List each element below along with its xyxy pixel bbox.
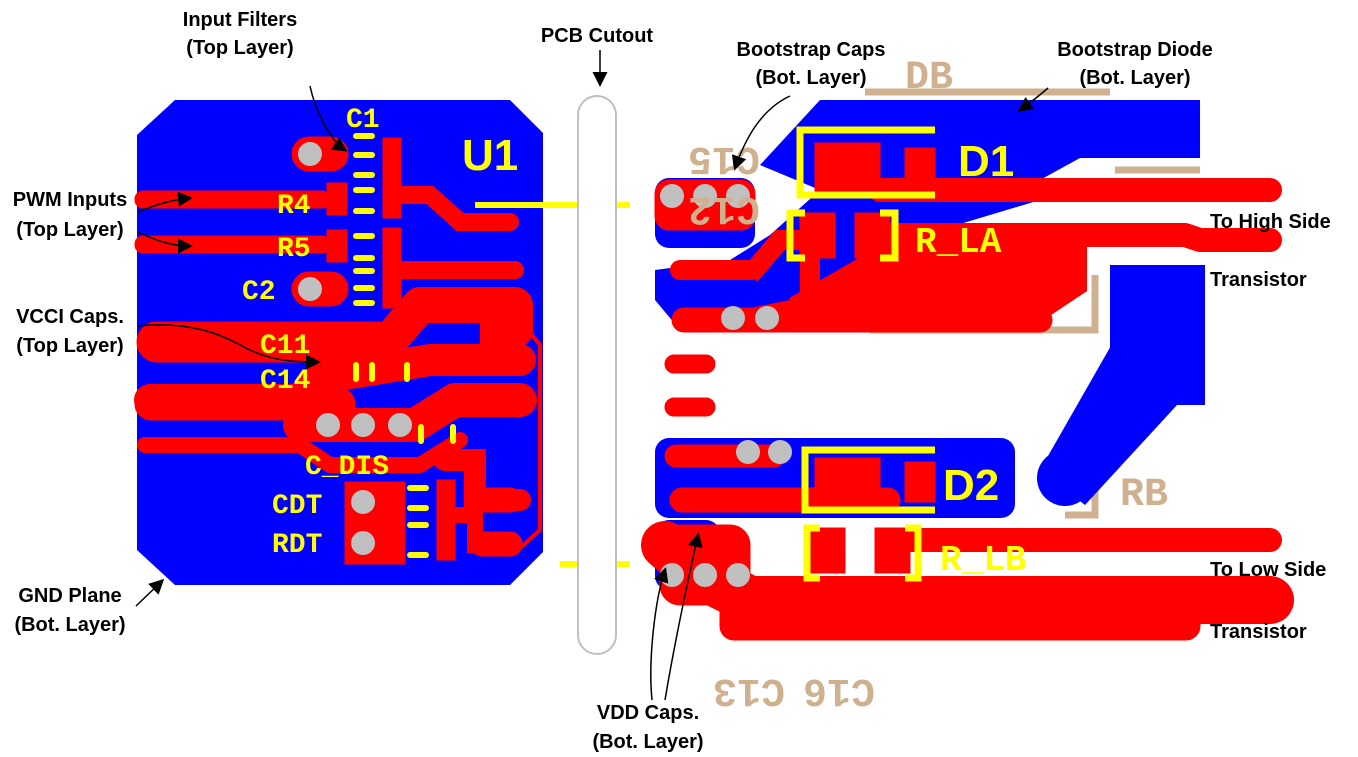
- svg-text:(Bot. Layer): (Bot. Layer): [755, 67, 866, 89]
- annotation-bootstrap-diode: Bootstrap Diode (Bot. Layer): [1017, 39, 1213, 112]
- bot-silk-c13: C13: [713, 667, 785, 712]
- annotation-high-side: To High Side Transistor: [1210, 211, 1331, 291]
- bot-silk-c16: C16: [803, 667, 875, 712]
- svg-text:(Bot. Layer): (Bot. Layer): [14, 614, 125, 636]
- svg-text:(Top Layer): (Top Layer): [186, 37, 293, 59]
- silk-c-dis: C_DIS: [305, 452, 389, 483]
- svg-text:(Bot. Layer): (Bot. Layer): [1079, 67, 1190, 89]
- silk-c2: C2: [242, 277, 276, 308]
- silk-r-la: R_LA: [915, 222, 1002, 263]
- svg-text:VDD Caps.: VDD Caps.: [597, 702, 699, 724]
- svg-text:PWM Inputs: PWM Inputs: [13, 189, 127, 211]
- annotation-vdd-caps: VDD Caps. (Bot. Layer): [592, 532, 704, 753]
- pcb-cutout-slot: [577, 95, 617, 655]
- svg-text:Bootstrap Diode: Bootstrap Diode: [1057, 39, 1213, 61]
- annotation-pwm-inputs: PWM Inputs (Top Layer): [13, 189, 193, 254]
- svg-text:Transistor: Transistor: [1210, 269, 1307, 291]
- silk-r4: R4: [277, 191, 311, 222]
- silk-r5: R5: [277, 234, 311, 265]
- left-vias: [298, 142, 412, 555]
- svg-text:Transistor: Transistor: [1210, 621, 1307, 643]
- silk-c1: C1: [346, 105, 380, 136]
- svg-text:To High Side: To High Side: [1210, 211, 1331, 233]
- annotation-input-filters: Input Filters (Top Layer): [183, 9, 348, 152]
- bot-silk-c15: C15: [688, 135, 760, 180]
- svg-text:PCB Cutout: PCB Cutout: [541, 25, 654, 47]
- svg-text:(Bot. Layer): (Bot. Layer): [592, 731, 703, 753]
- silk-c14: C14: [260, 366, 310, 397]
- bot-silk-db: DB: [905, 56, 953, 101]
- right-top-copper: [641, 142, 1294, 641]
- right-vias: [660, 184, 792, 587]
- bot-silk-c12: C12: [688, 185, 760, 230]
- svg-text:(Top Layer): (Top Layer): [16, 219, 123, 241]
- svg-text:GND Plane: GND Plane: [18, 585, 121, 607]
- svg-text:(Top Layer): (Top Layer): [16, 335, 123, 357]
- right-top-silk-outlines: [786, 126, 935, 582]
- silk-rdt: RDT: [272, 530, 322, 561]
- annotation-low-side: To Low Side Transistor: [1210, 559, 1326, 643]
- annotation-gnd-plane: GND Plane (Bot. Layer): [14, 578, 165, 636]
- annotation-bootstrap-caps: Bootstrap Caps (Bot. Layer): [731, 39, 886, 171]
- annotation-pcb-cutout: PCB Cutout: [541, 25, 654, 87]
- svg-text:Input Filters: Input Filters: [183, 9, 297, 31]
- svg-text:Bootstrap Caps: Bootstrap Caps: [737, 39, 886, 61]
- silk-r-lb: R_LB: [940, 540, 1026, 581]
- silk-u1: U1: [462, 131, 518, 180]
- silk-cdt: CDT: [272, 491, 322, 522]
- svg-text:To Low Side: To Low Side: [1210, 559, 1326, 581]
- silk-d2: D2: [943, 461, 999, 510]
- bot-silk-rb: RB: [1120, 473, 1168, 518]
- silk-d1: D1: [958, 137, 1014, 186]
- svg-text:VCCI Caps.: VCCI Caps.: [16, 306, 124, 328]
- annotation-vcci-caps: VCCI Caps. (Top Layer): [16, 306, 321, 370]
